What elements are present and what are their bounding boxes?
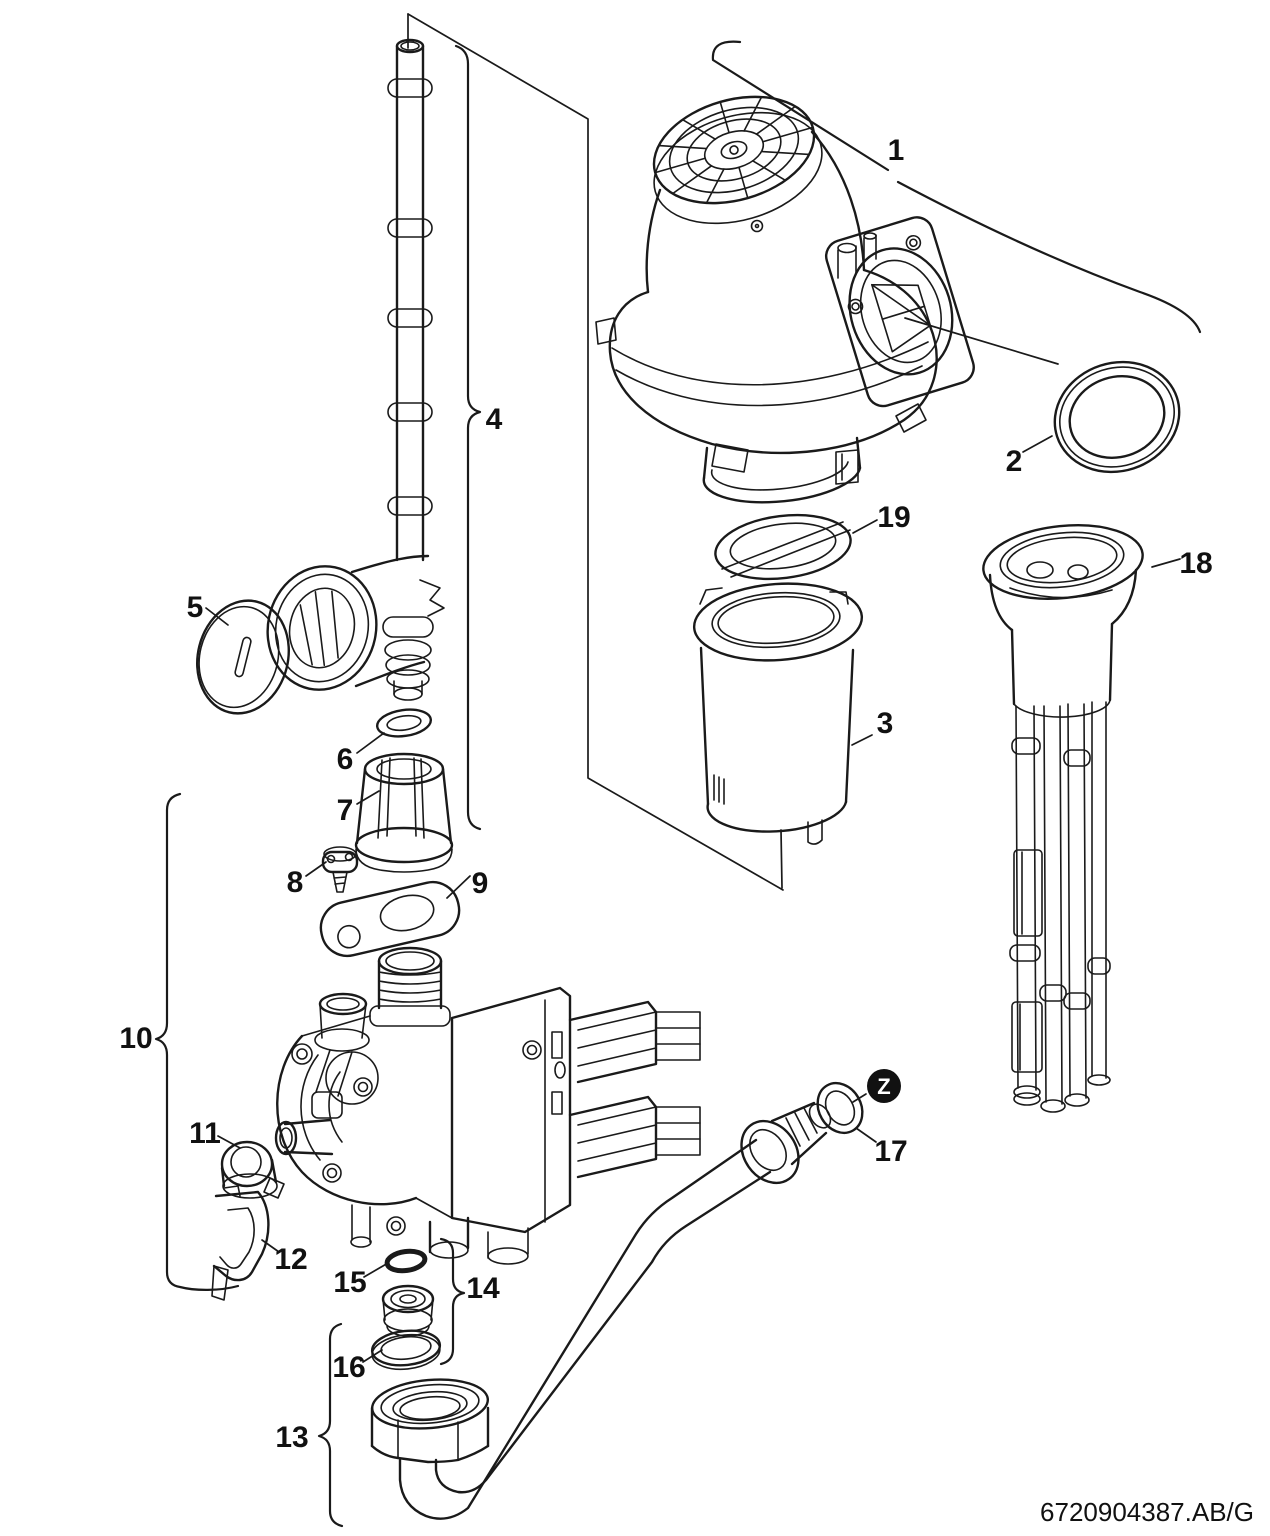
gas-pipe xyxy=(370,1101,832,1520)
callout-19: 19 xyxy=(877,501,910,534)
callout-13: 13 xyxy=(275,1421,308,1454)
callout-labels: 1 2 3 4 5 6 7 8 9 10 11 12 13 14 15 16 1… xyxy=(119,134,1212,1454)
callout-10-brace xyxy=(154,792,240,1291)
grommet-stack xyxy=(381,1284,435,1337)
callout-5: 5 xyxy=(187,591,204,624)
callout-13-brace xyxy=(317,1322,344,1528)
leader-lines xyxy=(205,435,1181,1363)
gas-valve-assembly xyxy=(274,946,701,1265)
retaining-clip xyxy=(211,1185,270,1301)
callout-14-brace xyxy=(439,1237,466,1366)
z-badge-label: Z xyxy=(877,1074,890,1099)
callout-2: 2 xyxy=(1006,445,1023,478)
callout-16: 16 xyxy=(332,1351,365,1384)
collet-nut xyxy=(354,752,454,873)
motor-drum xyxy=(645,130,866,294)
callout-4-brace xyxy=(454,44,482,831)
fan-grille xyxy=(652,95,816,205)
callout-4: 4 xyxy=(486,403,503,436)
siphon-tubes xyxy=(1009,701,1111,1113)
callout-11: 11 xyxy=(189,1117,221,1150)
callout-3: 3 xyxy=(877,707,894,740)
condensate-cup xyxy=(692,582,864,845)
z-badge: Z xyxy=(867,1069,901,1103)
callout-7: 7 xyxy=(337,794,354,827)
blower-scroll-housing xyxy=(595,268,938,473)
trap-lid xyxy=(714,513,852,581)
venturi-mixer xyxy=(266,554,445,701)
sight-cap xyxy=(196,599,290,715)
valve-cap xyxy=(220,1140,285,1199)
callout-15: 15 xyxy=(333,1266,366,1299)
pipe-union-fitting xyxy=(740,1101,832,1185)
oring-17 xyxy=(816,1081,864,1135)
oring-15 xyxy=(384,1248,428,1274)
document-number: 6720904387.AB/G xyxy=(1040,1497,1254,1527)
small-oring-6 xyxy=(376,708,432,738)
siphon-assembly xyxy=(982,524,1144,1113)
callout-10: 10 xyxy=(119,1022,152,1055)
callout-6: 6 xyxy=(337,743,354,776)
fan-assembly xyxy=(595,95,1059,504)
flange-seal-leader xyxy=(904,317,1059,365)
callout-17: 17 xyxy=(874,1135,907,1168)
callout-9: 9 xyxy=(472,867,489,900)
air-intake-pipe xyxy=(387,38,433,562)
vent-screw xyxy=(321,846,359,893)
callout-14: 14 xyxy=(466,1272,500,1305)
callout-8: 8 xyxy=(287,866,304,899)
callout-1-bracket xyxy=(711,40,1202,334)
mounting-studs xyxy=(837,232,877,279)
fan-outlet-duct xyxy=(702,436,862,504)
callout-1: 1 xyxy=(888,134,905,167)
flange-gasket xyxy=(319,880,461,958)
callout-12: 12 xyxy=(274,1243,307,1276)
fan-flange-seal xyxy=(1053,360,1181,474)
callout-18: 18 xyxy=(1179,547,1212,580)
